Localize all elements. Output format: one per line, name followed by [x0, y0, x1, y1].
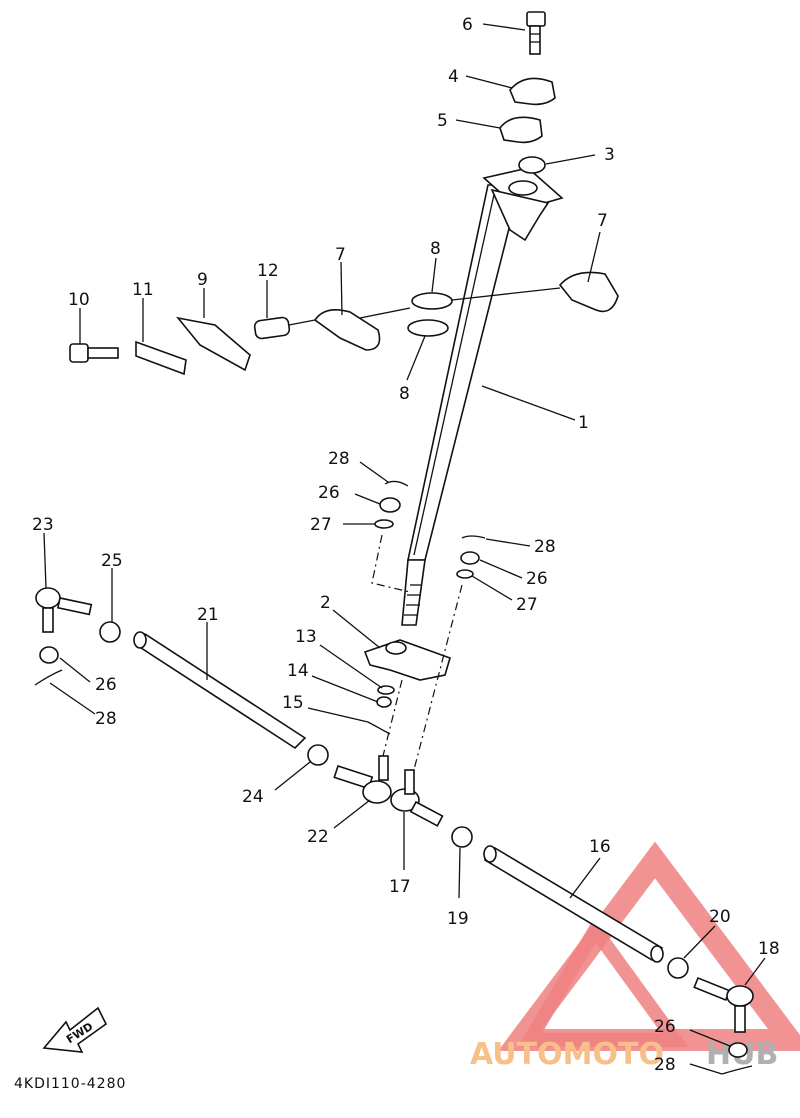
part-20-nut: [667, 957, 689, 979]
callout-7-left: 7: [335, 245, 346, 265]
callout-15: 15: [282, 693, 304, 713]
part-5-holder: [499, 116, 543, 144]
part-27-washer-upper: [374, 519, 394, 529]
part-11-lock-washer: [135, 340, 187, 376]
part-28-cotter-right: [461, 535, 486, 539]
callout-26-bottom-right: 26: [654, 1017, 676, 1037]
part-8-ring-lower: [407, 319, 449, 337]
part-19-nut: [451, 826, 473, 848]
callout-26-upper: 26: [318, 483, 340, 503]
callout-6: 6: [462, 15, 473, 35]
callout-16: 16: [589, 837, 611, 857]
part-26-nut-upper: [379, 497, 401, 513]
part-7-bushing-right: [558, 271, 619, 313]
callout-11: 11: [132, 280, 154, 300]
watermark-text-automoto: AUTOMOTO: [470, 1037, 664, 1072]
part-17-tie-rod-end-center: [390, 769, 444, 827]
callout-26-right: 26: [526, 569, 548, 589]
callout-2: 2: [320, 593, 331, 613]
callout-labels: 6 4 5 3 7 7 8 8 10 11 9 12 1 28 26 27 28…: [32, 15, 780, 1075]
part-14-nut: [376, 696, 392, 708]
watermark-logo: AUTOMOTO HUB: [470, 841, 800, 1072]
callout-7-right: 7: [597, 211, 608, 231]
part-15-cotter-pin: [367, 721, 391, 735]
callout-13: 13: [295, 627, 317, 647]
part-3-cap: [518, 156, 546, 174]
callout-28-left: 28: [95, 709, 117, 729]
callout-27-upper: 27: [310, 515, 332, 535]
callout-14: 14: [287, 661, 309, 681]
part-26-nut-left: [39, 646, 59, 664]
part-22-tie-rod-end-center: [333, 755, 392, 804]
part-8-ring-upper: [411, 292, 453, 310]
part-27-washer-right: [456, 569, 474, 579]
callout-28-bottom-right: 28: [654, 1055, 676, 1075]
part-12-collar: [253, 316, 291, 340]
callout-10: 10: [68, 290, 90, 310]
part-16-tie-rod-right: [483, 845, 664, 963]
part-7-bushing-left: [313, 309, 381, 351]
part-9-arm: [175, 316, 251, 372]
callout-25: 25: [101, 551, 123, 571]
callout-24: 24: [242, 787, 264, 807]
part-28-cotter-bottom-right: [721, 1065, 753, 1075]
part-26-nut-right: [460, 551, 480, 565]
part-28-cotter-left: [34, 669, 63, 686]
callout-4: 4: [448, 67, 459, 87]
callout-21: 21: [197, 605, 219, 625]
part-28-cotter-upper: [384, 480, 409, 487]
callout-8-lower: 8: [399, 384, 410, 404]
part-26-nut-bottom-right: [728, 1042, 748, 1058]
part-4-holder: [509, 77, 556, 106]
part-18-tie-rod-end-right: [693, 976, 754, 1033]
callout-22: 22: [307, 827, 329, 847]
callout-8-upper: 8: [430, 239, 441, 259]
steering-shaft: [401, 167, 564, 626]
part-6-bolt: [526, 11, 546, 55]
part-25-nut-left: [99, 621, 121, 643]
callout-18: 18: [758, 939, 780, 959]
part-21-tie-rod-left: [133, 631, 307, 750]
callout-17: 17: [389, 877, 411, 897]
leader-lines: [43, 23, 766, 1075]
part-23-tie-rod-end-left: [35, 587, 93, 633]
callout-27-right: 27: [516, 595, 538, 615]
fwd-arrow: FWD: [42, 1006, 108, 1053]
callout-3: 3: [604, 145, 615, 165]
callout-9: 9: [197, 270, 208, 290]
callout-19: 19: [447, 909, 469, 929]
part-10-bolt: [69, 343, 119, 363]
callout-12: 12: [257, 261, 279, 281]
callout-5: 5: [437, 111, 448, 131]
callout-23: 23: [32, 515, 54, 535]
callout-20: 20: [709, 907, 731, 927]
callout-28-upper: 28: [328, 449, 350, 469]
callout-26-left: 26: [95, 675, 117, 695]
part-24-nut: [307, 744, 329, 766]
watermark-triangle-inner: [517, 917, 689, 1047]
callout-28-right: 28: [534, 537, 556, 557]
callout-1: 1: [578, 413, 589, 433]
diagram-code: 4KDI110-4280: [14, 1076, 126, 1092]
